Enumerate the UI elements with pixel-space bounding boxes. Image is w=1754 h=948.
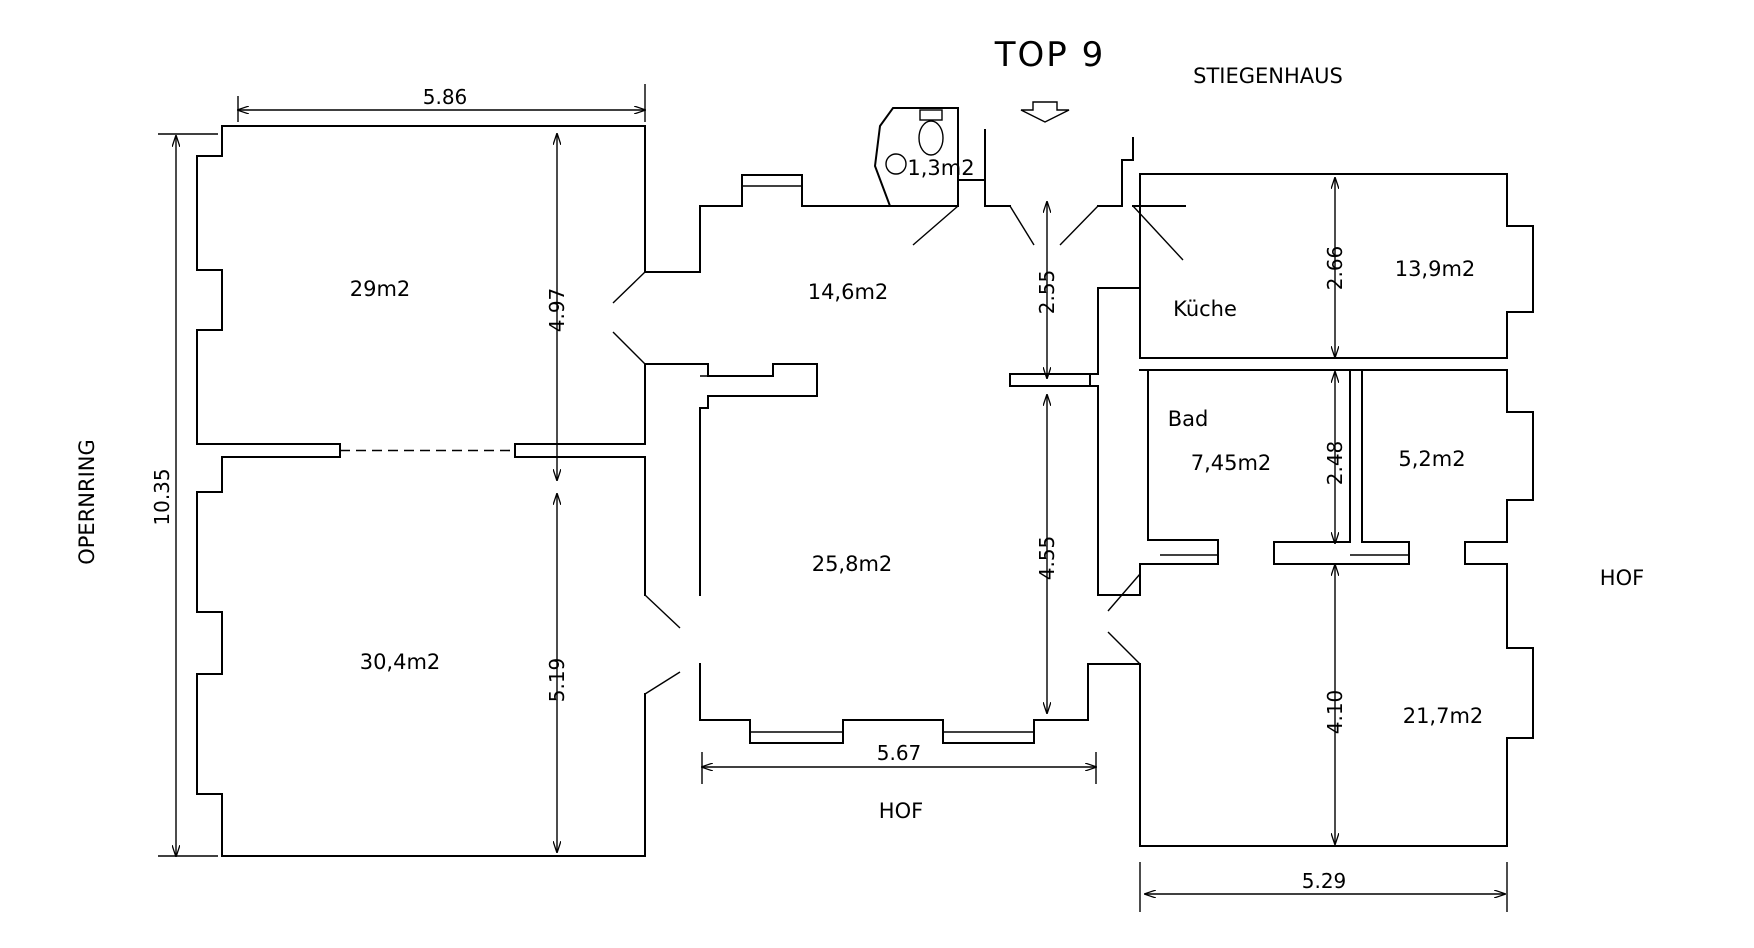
plan-title: TOP 9 bbox=[994, 35, 1105, 75]
dimension-lines bbox=[158, 84, 1508, 912]
dim-right-width: 5.29 bbox=[1302, 869, 1347, 893]
hall-lower-area: 25,8m2 bbox=[812, 552, 893, 576]
dim-top-width: 5.86 bbox=[423, 85, 468, 109]
bath-area: 7,45m2 bbox=[1191, 451, 1272, 475]
dim-hall-width: 5.67 bbox=[877, 741, 922, 765]
dim-kitchen-depth: 2.66 bbox=[1323, 246, 1347, 291]
room-bottom-left-area: 30,4m2 bbox=[360, 650, 441, 674]
dim-room-top-left-height: 4.97 bbox=[545, 288, 569, 333]
room-top-left-area: 29m2 bbox=[350, 277, 411, 301]
entry-arrow-icon bbox=[1020, 101, 1070, 123]
dim-room-bottom-left-height: 5.19 bbox=[545, 658, 569, 703]
courtyard-label-bottom: HOF bbox=[879, 799, 923, 823]
street-label: OPERNRING bbox=[75, 439, 99, 565]
door-swings bbox=[612, 205, 1184, 695]
room-bottom-right-area: 21,7m2 bbox=[1403, 704, 1484, 728]
small-room-area: 5,2m2 bbox=[1398, 447, 1465, 471]
wc-area: 1,3m2 bbox=[907, 156, 974, 180]
kitchen-name: Küche bbox=[1173, 297, 1237, 321]
dim-bath-depth: 2.48 bbox=[1323, 441, 1347, 486]
left-wing-walls bbox=[196, 125, 646, 857]
dim-hall-lower-depth: 4.55 bbox=[1035, 536, 1059, 581]
dim-hall-upper-depth: 2.55 bbox=[1035, 270, 1059, 315]
dim-left-height: 10.35 bbox=[150, 468, 174, 525]
courtyard-label-right: HOF bbox=[1600, 566, 1644, 590]
kitchen-area: 13,9m2 bbox=[1395, 257, 1476, 281]
stairwell-label: STIEGENHAUS bbox=[1193, 64, 1343, 88]
dim-room-bottom-right-depth: 4.10 bbox=[1323, 690, 1347, 735]
hall-walls bbox=[644, 107, 1186, 744]
bath-name: Bad bbox=[1168, 407, 1209, 431]
hall-upper-area: 14,6m2 bbox=[808, 280, 889, 304]
